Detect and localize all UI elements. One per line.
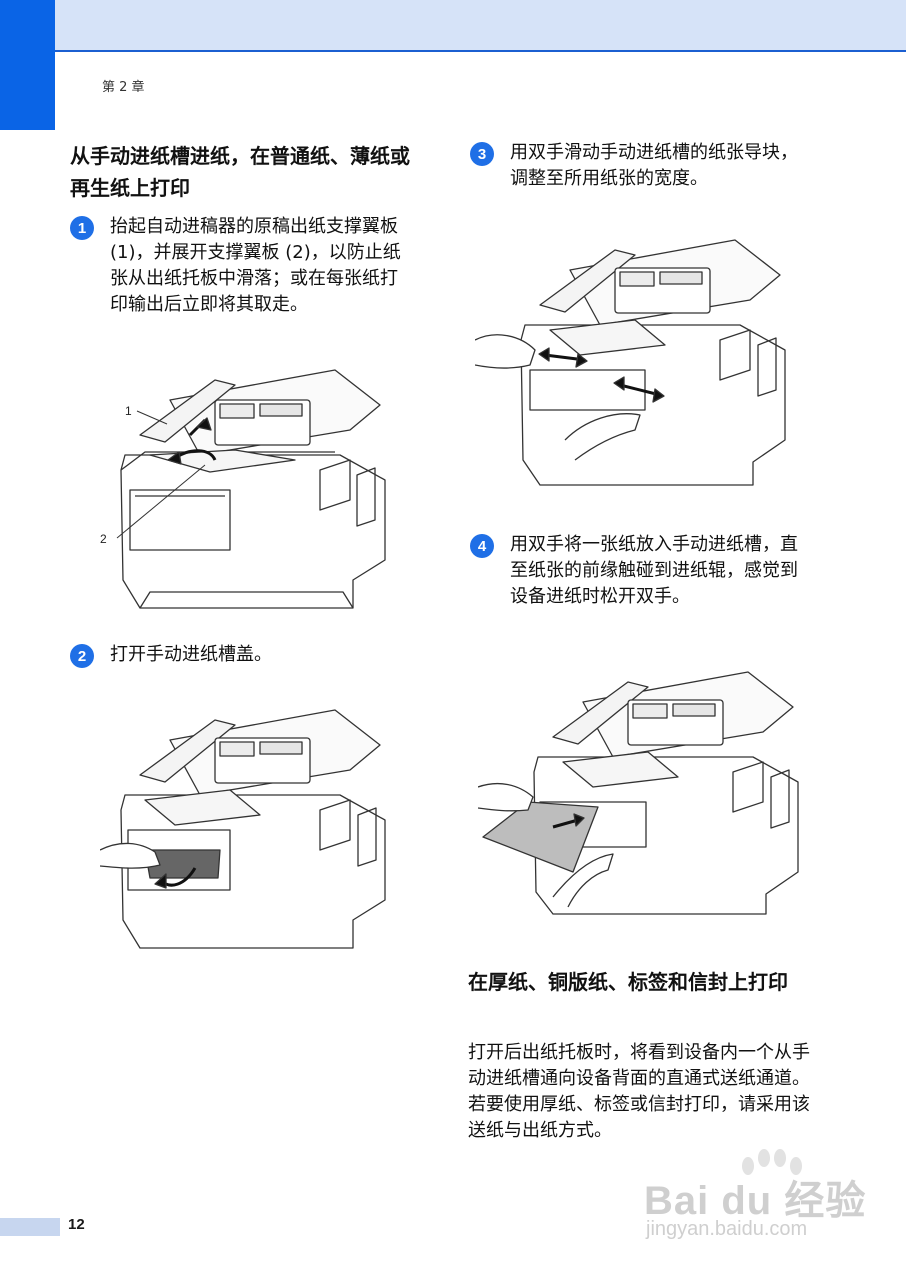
chapter-label: 第 2 章	[102, 80, 145, 95]
callout-1: 1	[125, 404, 132, 418]
step-badge: 1	[70, 216, 94, 240]
paw-icon	[742, 1149, 802, 1175]
page-number-bar	[0, 1218, 60, 1236]
watermark-logo: Bai du 经验	[644, 1179, 867, 1223]
step-text: 打开手动进纸槽盖。	[110, 644, 272, 665]
section-title-manual-feed: 从手动进纸槽进纸，在普通纸、薄纸或再生纸上打印	[70, 144, 410, 200]
printer-illustration-step-4	[478, 662, 808, 917]
step-badge: 4	[470, 534, 494, 558]
step-4: 4 用双手将一张纸放入手动进纸槽，直至纸张的前缘触碰到进纸辊，感觉到设备进纸时松…	[470, 532, 810, 610]
step-text: 用双手滑动手动进纸槽的纸张导块，调整至所用纸张的宽度。	[510, 142, 798, 189]
step-badge: 2	[70, 644, 94, 668]
watermark-url: jingyan.baidu.com	[646, 1218, 808, 1240]
step-badge: 3	[470, 142, 494, 166]
page-number: 12	[68, 1216, 85, 1233]
step-text: 抬起自动进稿器的原稿出纸支撑翼板 (1)，并展开支撑翼板 (2)，以防止纸张从出…	[110, 216, 401, 315]
section-body-thick-paper: 打开后出纸托板时，将看到设备内一个从手动进纸槽通向设备背面的直通式送纸通道。若要…	[468, 1042, 810, 1141]
step-text: 用双手将一张纸放入手动进纸槽，直至纸张的前缘触碰到进纸辊，感觉到设备进纸时松开双…	[510, 534, 798, 607]
header-band	[0, 0, 906, 52]
printer-illustration-step-3	[475, 230, 795, 490]
step-3: 3 用双手滑动手动进纸槽的纸张导块，调整至所用纸张的宽度。	[470, 140, 810, 192]
step-1: 1 抬起自动进稿器的原稿出纸支撑翼板 (1)，并展开支撑翼板 (2)，以防止纸张…	[70, 214, 410, 318]
baidu-watermark: Bai du 经验 jingyan.baidu.com	[640, 1148, 870, 1258]
printer-illustration-step-1: 1 2	[95, 360, 395, 615]
step-2: 2 打开手动进纸槽盖。	[70, 642, 410, 668]
chapter-tab	[0, 0, 55, 130]
callout-2: 2	[100, 532, 107, 546]
printer-illustration-step-2	[100, 700, 390, 955]
section-title-thick-paper: 在厚纸、铜版纸、标签和信封上打印	[468, 970, 788, 994]
